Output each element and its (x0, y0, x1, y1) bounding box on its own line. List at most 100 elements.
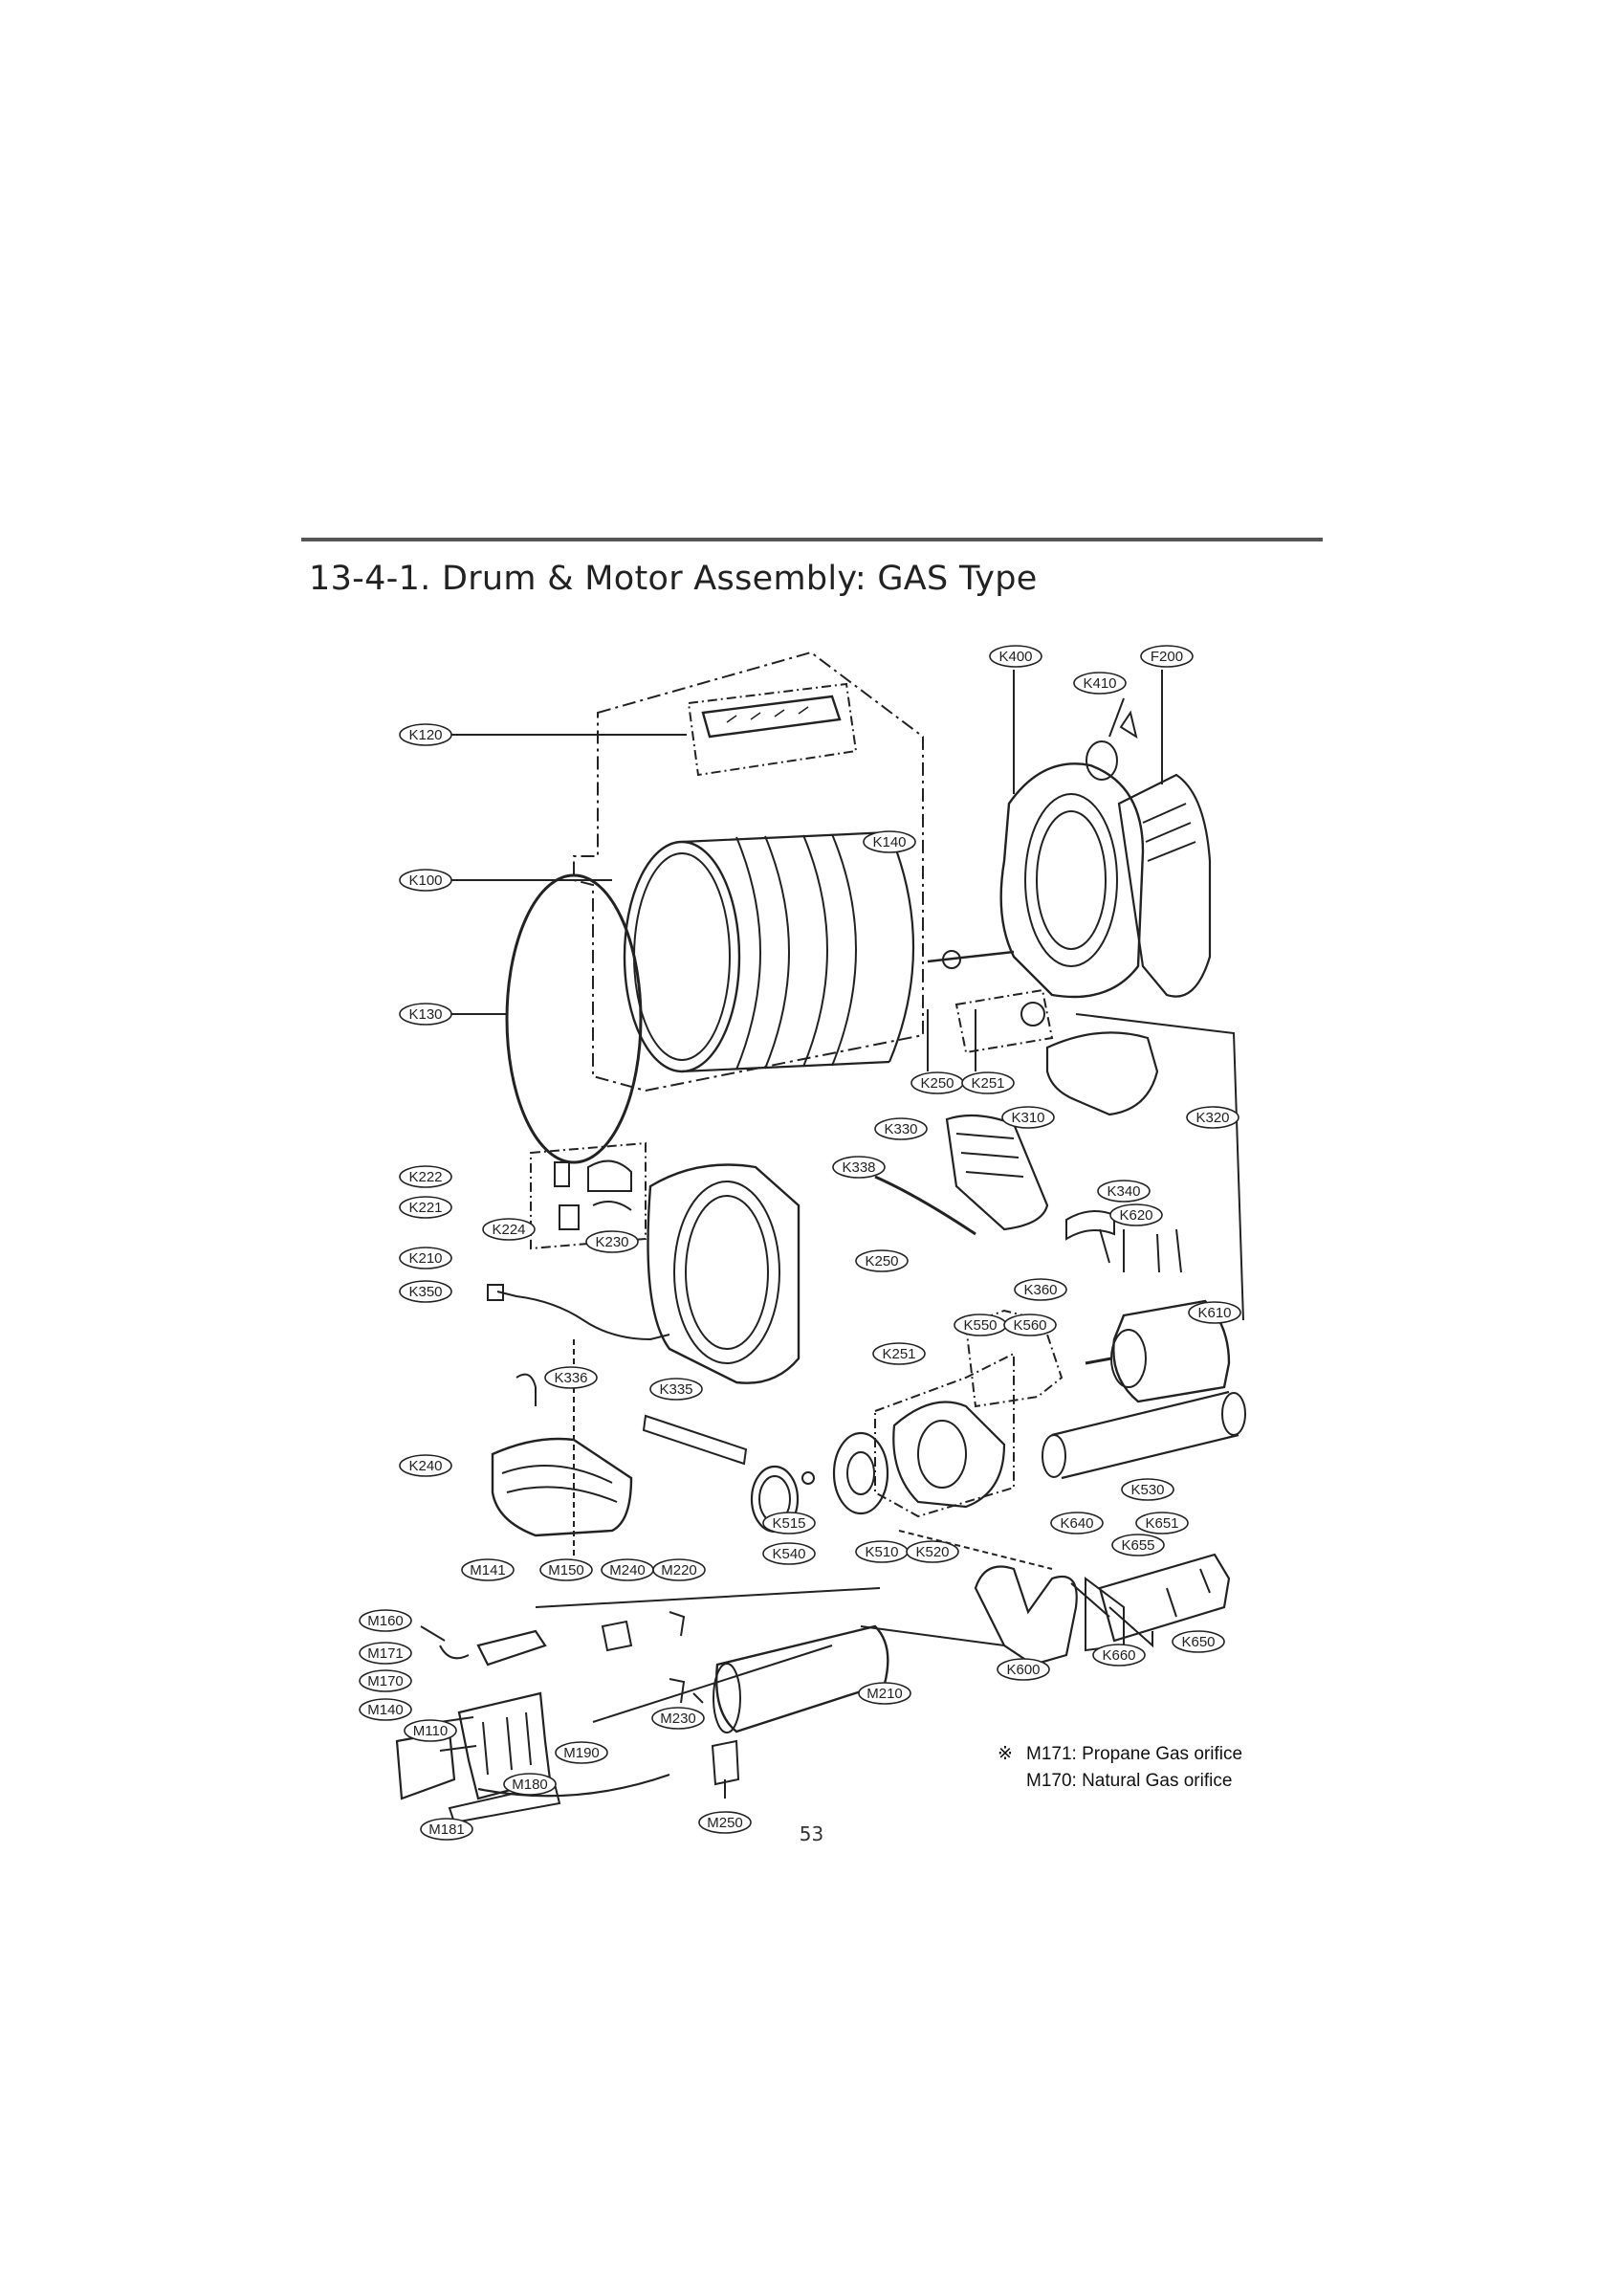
gas-burner-part (395, 1625, 670, 1824)
callout-label: M190 (563, 1745, 600, 1761)
callout-k338: K338 (832, 1156, 886, 1179)
callout-label: K560 (1013, 1317, 1046, 1334)
callout-label: K650 (1181, 1634, 1215, 1650)
callout-m180: M180 (503, 1773, 557, 1796)
callout-k230: K230 (585, 1230, 639, 1253)
callout-m181: M181 (420, 1818, 473, 1841)
callout-label: K240 (408, 1458, 442, 1474)
callout-k335: K335 (649, 1378, 703, 1401)
callout-label: K400 (998, 649, 1032, 665)
callout-k140: K140 (863, 830, 916, 853)
callout-label: M150 (548, 1562, 584, 1578)
note-line-2: M170: Natural Gas orifice (1026, 1771, 1233, 1791)
callout-k515: K515 (762, 1512, 816, 1534)
callout-label: K350 (408, 1284, 442, 1300)
callout-label: K130 (408, 1006, 442, 1023)
callout-label: K100 (408, 872, 442, 889)
callout-k520: K520 (906, 1540, 959, 1563)
callout-label: M240 (609, 1562, 646, 1578)
callout-label: K530 (1130, 1482, 1164, 1498)
callout-k660: K660 (1092, 1644, 1146, 1667)
callout-label: K222 (408, 1169, 442, 1185)
callout-label: K340 (1107, 1183, 1140, 1200)
rear-bulkhead-part (999, 762, 1145, 999)
callout-k550: K550 (954, 1314, 1007, 1336)
drum-shaft (927, 950, 1015, 963)
callout-label: K515 (772, 1515, 805, 1532)
callout-label: K251 (882, 1346, 915, 1362)
callout-label: K221 (408, 1200, 442, 1216)
callout-label: K651 (1145, 1515, 1178, 1532)
callout-k655: K655 (1111, 1534, 1165, 1556)
callout-k120: K120 (399, 723, 452, 746)
front-bracket-box (530, 1141, 647, 1250)
callout-k221: K221 (399, 1196, 452, 1219)
callout-label: M220 (661, 1562, 697, 1578)
motor-mount-part (974, 1565, 1078, 1667)
callout-k560: K560 (1003, 1314, 1057, 1336)
callout-m240: M240 (601, 1558, 654, 1581)
callout-k320: K320 (1186, 1106, 1239, 1129)
callout-m250: M250 (698, 1811, 752, 1834)
callout-k340: K340 (1097, 1180, 1151, 1203)
callout-m190: M190 (555, 1741, 608, 1764)
callout-k250: K250 (855, 1249, 909, 1272)
callout-m230: M230 (651, 1707, 705, 1730)
callout-k210: K210 (399, 1247, 452, 1269)
callout-label: M180 (512, 1777, 548, 1793)
callout-label: K250 (920, 1075, 954, 1092)
page-title: 13-4-1. Drum & Motor Assembly: GAS Type (309, 560, 1038, 598)
callout-label: K620 (1119, 1207, 1152, 1224)
baffle-box (687, 682, 858, 777)
callout-label: M160 (367, 1613, 404, 1629)
impeller-part (832, 1431, 889, 1515)
title-rule (301, 538, 1323, 541)
callout-k240: K240 (399, 1454, 452, 1477)
callout-k510: K510 (855, 1540, 909, 1563)
callout-label: M181 (428, 1821, 465, 1838)
callout-k651: K651 (1135, 1512, 1189, 1534)
callout-m141: M141 (461, 1558, 515, 1581)
callout-k360: K360 (1014, 1278, 1067, 1301)
front-bulkhead-part (647, 1163, 801, 1384)
note-line-1: M171: Propane Gas orifice (1026, 1744, 1243, 1764)
callout-label: K338 (842, 1159, 875, 1176)
callout-label: M210 (866, 1686, 903, 1702)
callout-k224: K224 (482, 1218, 536, 1241)
callout-label: K640 (1060, 1515, 1093, 1532)
drum-part (623, 830, 915, 1073)
callout-label: F200 (1151, 649, 1183, 665)
callout-k650: K650 (1172, 1630, 1225, 1653)
callout-k330: K330 (874, 1117, 928, 1140)
callout-label: K320 (1195, 1110, 1229, 1126)
callout-label: K224 (492, 1222, 525, 1238)
callout-label: K140 (872, 834, 906, 850)
callout-label: K610 (1197, 1305, 1231, 1321)
callout-label: M140 (367, 1702, 404, 1718)
baffle-part (701, 695, 842, 739)
callout-m171: M171 (359, 1642, 412, 1665)
callout-label: K336 (554, 1370, 587, 1386)
callout-label: K540 (772, 1546, 805, 1562)
callout-label: K600 (1006, 1662, 1040, 1678)
callout-label: M171 (367, 1645, 404, 1662)
callout-k640: K640 (1050, 1512, 1104, 1534)
wire-harness (496, 1291, 670, 1341)
callout-k400: K400 (989, 645, 1042, 668)
callout-m170: M170 (359, 1669, 412, 1692)
combustion-tube-part (713, 1624, 889, 1733)
callout-k100: K100 (399, 869, 452, 892)
page-number: 53 (799, 1822, 824, 1845)
callout-k350: K350 (399, 1280, 452, 1303)
callout-k410: K410 (1073, 672, 1127, 695)
callout-label: K655 (1121, 1537, 1154, 1554)
callout-label: K210 (408, 1250, 442, 1267)
callout-label: M230 (660, 1711, 696, 1727)
callout-k540: K540 (762, 1542, 816, 1565)
orifice-note: ※M171: Propane Gas orifice M170: Natural… (998, 1741, 1242, 1795)
callout-label: K251 (971, 1075, 1004, 1092)
callout-k620: K620 (1109, 1203, 1163, 1226)
callout-label: K550 (963, 1317, 997, 1334)
